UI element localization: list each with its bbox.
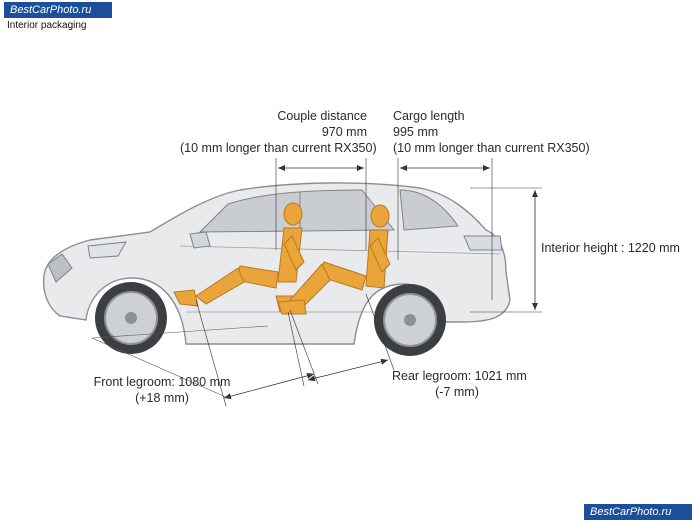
rear-wheel (374, 284, 446, 356)
interior-height-label: Interior height : 1220 mm (541, 241, 680, 255)
couple-distance-value: 970 mm (321, 125, 367, 139)
cargo-length-label: Cargo length 995 mm (10 mm longer than c… (393, 108, 593, 156)
cargo-length-note: (10 mm longer than current RX350) (393, 141, 590, 155)
couple-distance-title: Couple distance (277, 109, 367, 123)
front-legroom-note: (+18 mm) (135, 391, 189, 405)
rear-legroom-value: Rear legroom: 1021 mm (392, 369, 527, 383)
page-title: Interior packaging (7, 20, 87, 31)
couple-distance-label: Couple distance 970 mm (10 mm longer tha… (180, 108, 377, 156)
cargo-length-dimension (397, 158, 493, 300)
rear-legroom-dimension (287, 293, 395, 387)
rear-occupant-dummy (277, 204, 391, 315)
couple-distance-dimension (275, 158, 367, 250)
watermark-top: BestCarPhoto.ru (4, 2, 112, 18)
couple-distance-note: (10 mm longer than current RX350) (180, 141, 377, 155)
rear-legroom-note: (-7 mm) (435, 385, 479, 399)
front-occupant-dummy (173, 202, 305, 313)
interior-height-dimension (470, 187, 542, 313)
front-legroom-label: Front legroom: 1080 mm (+18 mm) (78, 374, 246, 406)
ground-reference-lines (91, 325, 269, 399)
front-legroom-value: Front legroom: 1080 mm (93, 375, 231, 389)
cargo-length-title: Cargo length (393, 109, 465, 123)
watermark-bottom: BestCarPhoto.ru (584, 504, 692, 520)
rear-legroom-label: Rear legroom: 1021 mm (-7 mm) (392, 368, 527, 400)
cargo-length-value: 995 mm (393, 125, 439, 139)
front-wheel (95, 282, 167, 354)
